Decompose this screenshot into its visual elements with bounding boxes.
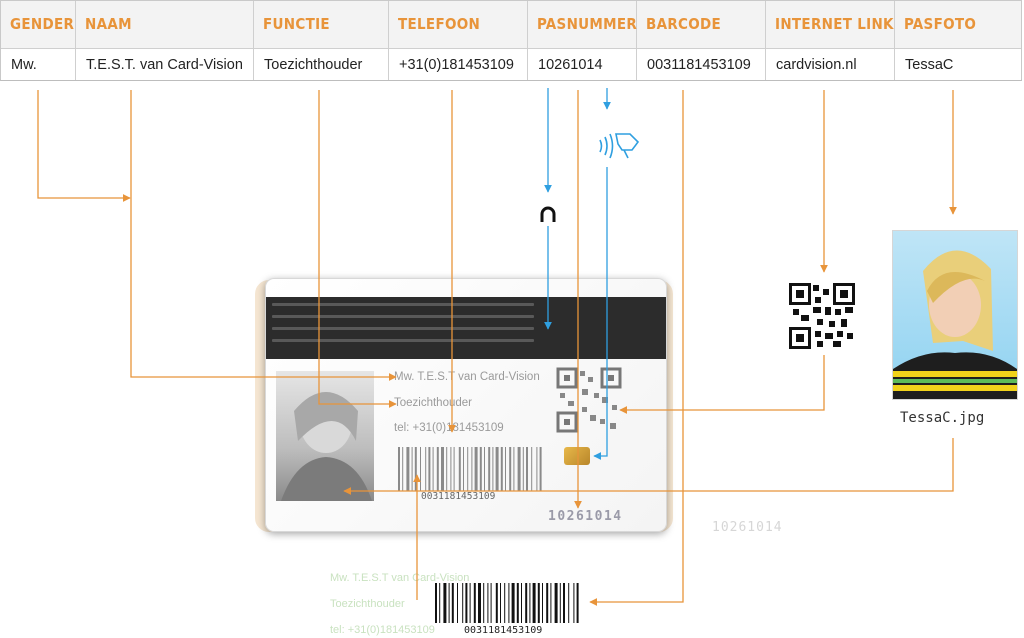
arrow-qr-to-card xyxy=(619,355,825,414)
arrow-barcode xyxy=(589,90,684,606)
arrow-naam xyxy=(130,90,397,381)
header-barcode: BARCODE xyxy=(637,1,766,48)
ghost-phone: tel: +31(0)181453109 xyxy=(330,624,435,636)
data-table: GENDER NAAM FUNCTIE TELEFOON PASNUMMER B… xyxy=(0,0,1022,81)
cell-barcode: 0031181453109 xyxy=(637,48,766,80)
magnetic-stripe-icon xyxy=(540,206,556,222)
arrow-photo-to-card xyxy=(343,438,954,495)
contactless-icon xyxy=(599,133,640,159)
smart-chip-icon xyxy=(564,447,590,465)
qr-code-icon xyxy=(789,283,855,349)
ghost-name: Mw. T.E.S.T van Card-Vision xyxy=(330,572,470,584)
mag-stripe-texture xyxy=(272,303,534,342)
cell-naam: T.E.S.T. van Card-Vision xyxy=(76,48,254,80)
arrow-functie xyxy=(318,90,397,408)
header-internet-link: INTERNET LINK xyxy=(766,1,895,48)
cell-telefoon: +31(0)181453109 xyxy=(389,48,528,80)
arrow-gender xyxy=(37,90,131,202)
ghost-function: Toezichthouder xyxy=(330,598,405,610)
card-pasnummer: 10261014 xyxy=(548,509,623,524)
header-gender: GENDER xyxy=(1,1,76,48)
cell-pasfoto: TessaC xyxy=(895,48,1021,80)
card-barcode xyxy=(398,447,542,491)
header-telefoon: TELEFOON xyxy=(389,1,528,48)
passport-photo-portrait xyxy=(893,250,1017,399)
photo-caption: TessaC.jpg xyxy=(900,410,985,426)
id-card: Mw. T.E.S.T van Card-Vision Toezichthoud… xyxy=(265,278,667,532)
header-pasfoto: PASFOTO xyxy=(904,15,977,33)
cell-pasnummer: 10261014 xyxy=(528,48,637,80)
header-functie: FUNCTIE xyxy=(254,1,389,48)
cell-gender: Mw. xyxy=(1,48,76,80)
bottom-barcode xyxy=(435,583,579,623)
card-name: Mw. T.E.S.T van Card-Vision xyxy=(394,371,540,383)
card-barcode-number: 0031181453109 xyxy=(421,491,496,502)
passport-photo xyxy=(893,231,1017,399)
magnetic-stripe xyxy=(266,297,666,359)
card-qr-code xyxy=(556,367,622,433)
ghost-pasnummer: 10261014 xyxy=(712,520,783,535)
bottom-barcode-number: 0031181453109 xyxy=(464,625,543,636)
cell-internet-link: cardvision.nl xyxy=(766,48,895,80)
header-pasnummer: PASNUMMER xyxy=(528,1,637,48)
arrow-rfid-to-chip xyxy=(593,167,608,460)
cell-functie: Toezichthouder xyxy=(254,48,389,80)
header-naam: NAAM xyxy=(76,1,254,48)
